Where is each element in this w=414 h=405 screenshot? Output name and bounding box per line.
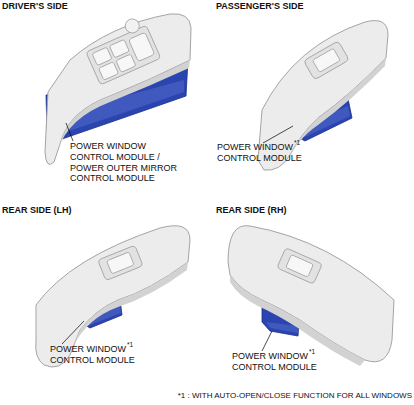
window-switch <box>304 41 350 80</box>
part-name: POWER WINDOW CONTROL MODULE / POWER OUTE… <box>70 141 185 184</box>
view-heading: REAR SIDE (RH) <box>216 205 406 216</box>
armrest-panel <box>228 226 394 362</box>
view-heading: DRIVER'S SIDE <box>2 1 202 12</box>
switch-cluster <box>81 14 161 85</box>
panel-edge <box>74 262 188 345</box>
leader-line <box>62 321 84 344</box>
rear-rh-switch-panel <box>228 226 394 366</box>
leader-line <box>66 123 73 141</box>
leader-line <box>262 331 272 351</box>
window-switch <box>277 248 322 284</box>
footnote-mark: *1 <box>309 348 329 356</box>
armrest-panel <box>36 226 190 367</box>
view-heading: REAR SIDE (LH) <box>2 205 202 216</box>
part-name: POWER WINDOW CONTROL MODULE <box>232 351 332 373</box>
rear-lh-switch-panel <box>36 226 190 367</box>
window-switch <box>98 245 143 280</box>
footnote-mark: *1 <box>127 341 147 349</box>
part-name: POWER WINDOW CONTROL MODULE <box>217 142 317 164</box>
part-name: POWER WINDOW CONTROL MODULE <box>50 344 150 366</box>
footnote-mark: *1 <box>294 139 314 147</box>
footnote-text: *1 : WITH AUTO-OPEN/CLOSE FUNCTION FOR A… <box>120 391 412 401</box>
leader-line <box>263 126 293 143</box>
view-heading: PASSENGER'S SIDE <box>216 1 406 12</box>
panel-edge <box>287 58 386 163</box>
